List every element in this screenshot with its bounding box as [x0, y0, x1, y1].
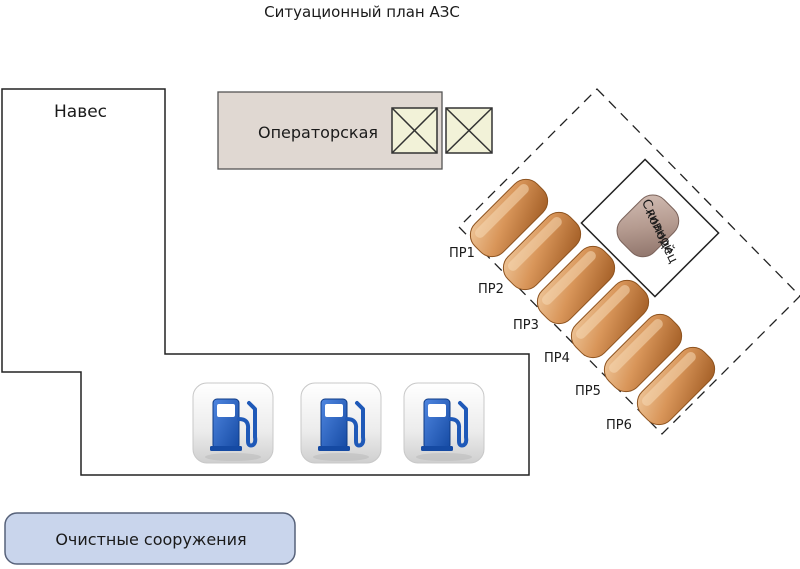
fuel-pump-icon — [300, 382, 382, 464]
treatment-label: Очистные сооружения — [55, 530, 246, 549]
crossed-box — [391, 107, 438, 154]
tank-label: ПР3 — [513, 318, 539, 333]
treatment-facility — [4, 512, 296, 565]
tank-label: ПР1 — [449, 246, 475, 261]
tank — [570, 279, 650, 359]
drain-well: Сливной — [580, 158, 720, 298]
tank-label: ПР2 — [478, 282, 504, 297]
fuel-pump-icon — [403, 382, 485, 464]
canopy-label: Навес — [54, 102, 107, 122]
tank — [636, 346, 716, 426]
tank — [603, 313, 683, 393]
fuel-dispensers-group — [192, 382, 485, 464]
tank-farm-boundary — [458, 88, 800, 435]
tank — [469, 178, 549, 258]
crossed-box — [445, 107, 493, 154]
tank — [536, 245, 616, 325]
tank-label: ПР5 — [575, 384, 601, 399]
tank — [502, 211, 582, 291]
tank-label: ПР6 — [606, 418, 632, 433]
tank-label: ПР4 — [544, 351, 570, 366]
plan-title: Ситуационный план АЗС — [264, 3, 460, 21]
fuel-pump-icon — [192, 382, 274, 464]
canopy-outline — [1, 88, 530, 476]
operator-label: Операторская — [258, 123, 378, 142]
